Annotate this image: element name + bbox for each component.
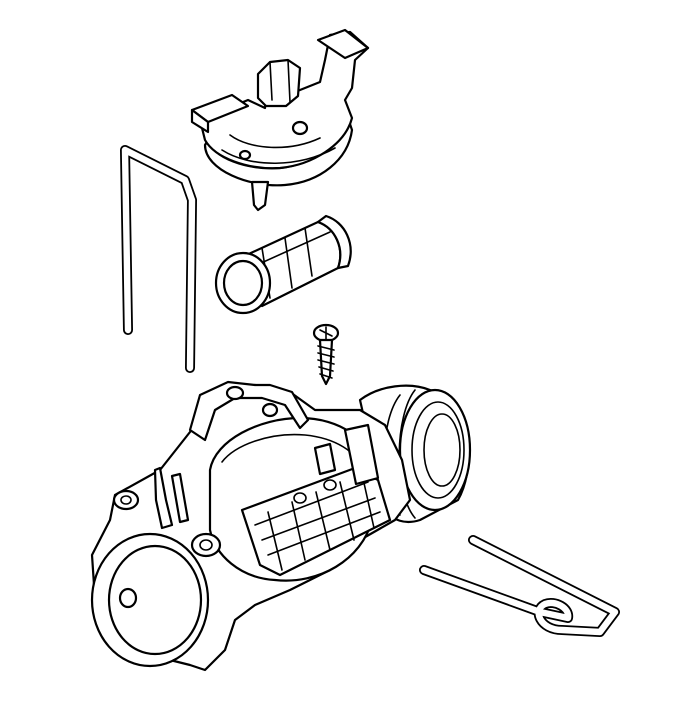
top-cover-pin — [250, 180, 270, 212]
top-cover — [190, 28, 370, 212]
housing-clip-post — [313, 442, 337, 476]
bracket-hole — [261, 402, 279, 418]
cylindrical-filter — [214, 214, 352, 315]
housing-post — [170, 472, 190, 524]
housing-clip-post — [343, 423, 380, 486]
wire-clip-right — [419, 535, 620, 637]
screw — [312, 323, 340, 386]
bracket-hole — [225, 385, 245, 401]
housing-post — [153, 466, 174, 530]
housing-inlet-hole — [118, 587, 138, 609]
wire-clip-left — [120, 145, 197, 373]
top-cover-right-tab — [316, 28, 370, 60]
top-cover-post — [256, 58, 302, 108]
housing-bracket — [188, 380, 310, 442]
pump-housing — [90, 380, 472, 672]
top-cover-hole — [291, 120, 309, 136]
housing-boss — [190, 532, 222, 558]
filter-opening — [222, 259, 264, 307]
housing-inlet-inner — [107, 544, 203, 656]
filter-end-ring — [316, 214, 352, 270]
housing-boss — [112, 489, 140, 511]
top-cover-left-tab-face — [190, 108, 210, 134]
top-cover-hole — [238, 149, 252, 161]
